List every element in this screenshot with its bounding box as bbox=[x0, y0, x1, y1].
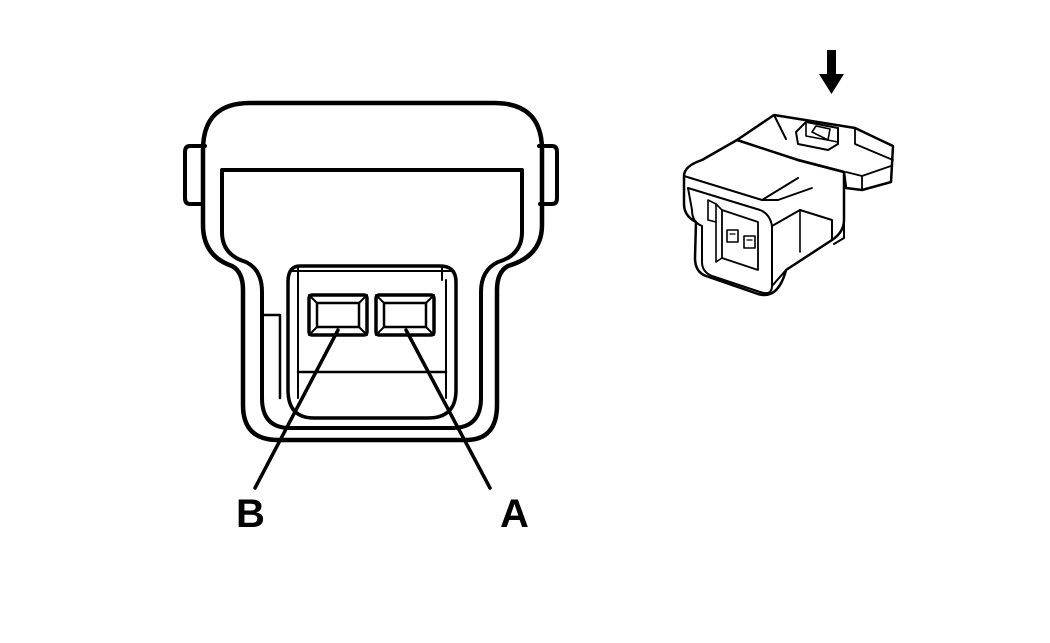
pin-a-terminal bbox=[374, 293, 436, 337]
pin-a-leader-line bbox=[404, 328, 492, 490]
iso-pin-a bbox=[743, 235, 756, 249]
pin-b-label: B bbox=[236, 492, 265, 536]
iso-pin-b bbox=[726, 229, 739, 243]
pin-cavity bbox=[286, 264, 458, 420]
connector-isometric-view bbox=[682, 50, 895, 297]
connector-face-view bbox=[183, 100, 559, 490]
housing-inner-outline bbox=[220, 168, 524, 430]
pin-a-label: A bbox=[500, 492, 529, 536]
front-opening bbox=[687, 187, 773, 295]
pin-b-terminal bbox=[307, 293, 369, 337]
down-arrow-icon bbox=[819, 50, 844, 94]
right-latch-tab bbox=[537, 144, 559, 206]
pin-b-leader-line bbox=[253, 328, 340, 490]
keying-rib bbox=[260, 313, 282, 400]
left-latch-tab bbox=[183, 144, 207, 206]
